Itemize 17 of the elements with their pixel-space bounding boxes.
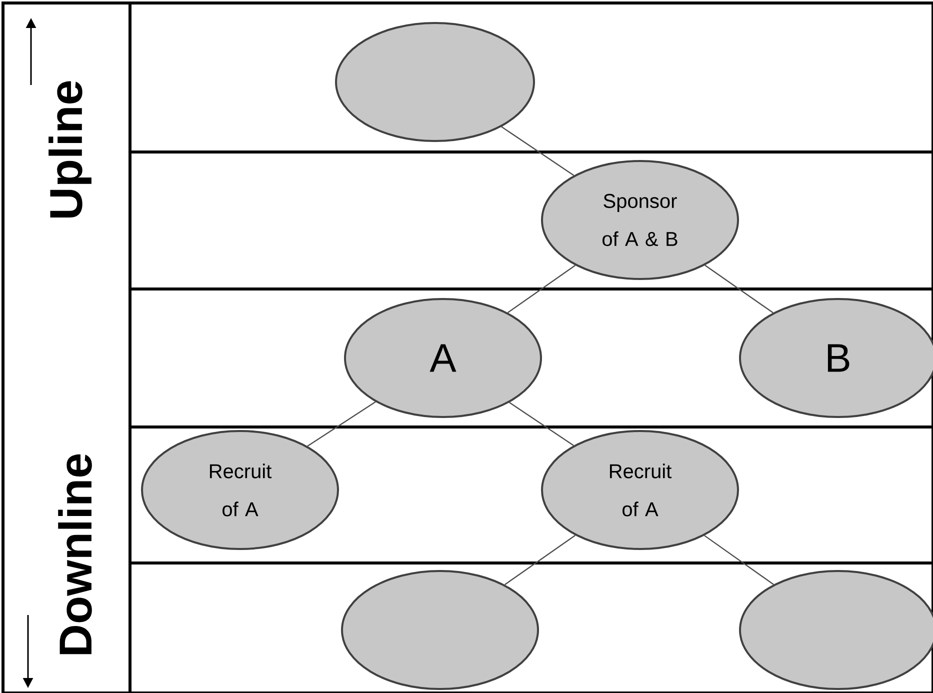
ellipse-node: Recruit of A [141,430,339,550]
side-label: Downline [58,454,92,654]
connector-line [704,264,774,314]
side-label: Upline [48,81,92,218]
connector-line [307,401,376,447]
empty-ellipse [341,570,539,690]
connector-line [509,402,574,446]
ellipse-node: B [739,298,933,418]
empty-ellipse [739,570,933,690]
ellipse-node: A [344,298,542,418]
empty-ellipse [335,22,535,142]
connector-line [504,534,576,586]
connector-line [507,264,576,314]
ellipse-node: Sponsor of A & B [541,160,740,280]
connector-line [704,535,774,585]
connector-line [501,126,574,176]
ellipse-node: Recruit of A [541,430,740,550]
